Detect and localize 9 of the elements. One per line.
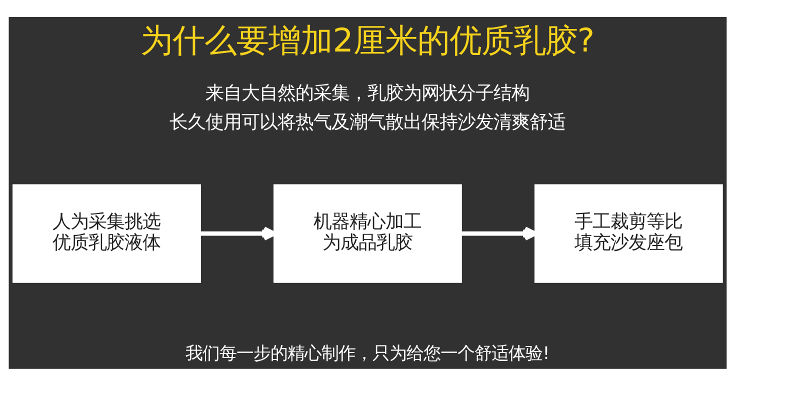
node-box: 手工裁剪等比填充沙发座包 (534, 184, 723, 282)
arrow (462, 226, 538, 240)
node-box: 人为采集挑选优质乳胶液体 (12, 184, 201, 282)
label: 来自大自然的采集，乳胶为网状分子结构 (206, 82, 530, 104)
caption: 我们每一步的精心制作，只为给您一个舒适体验! (186, 343, 550, 364)
diagram-title: 为什么要增加2厘米的优质乳胶? (140, 21, 595, 60)
label: 长久使用可以将热气及潮气散出保持沙发清爽舒适 (170, 112, 566, 133)
arrow (200, 226, 276, 240)
node-box: 机器精心加工为成品乳胶 (274, 184, 462, 282)
